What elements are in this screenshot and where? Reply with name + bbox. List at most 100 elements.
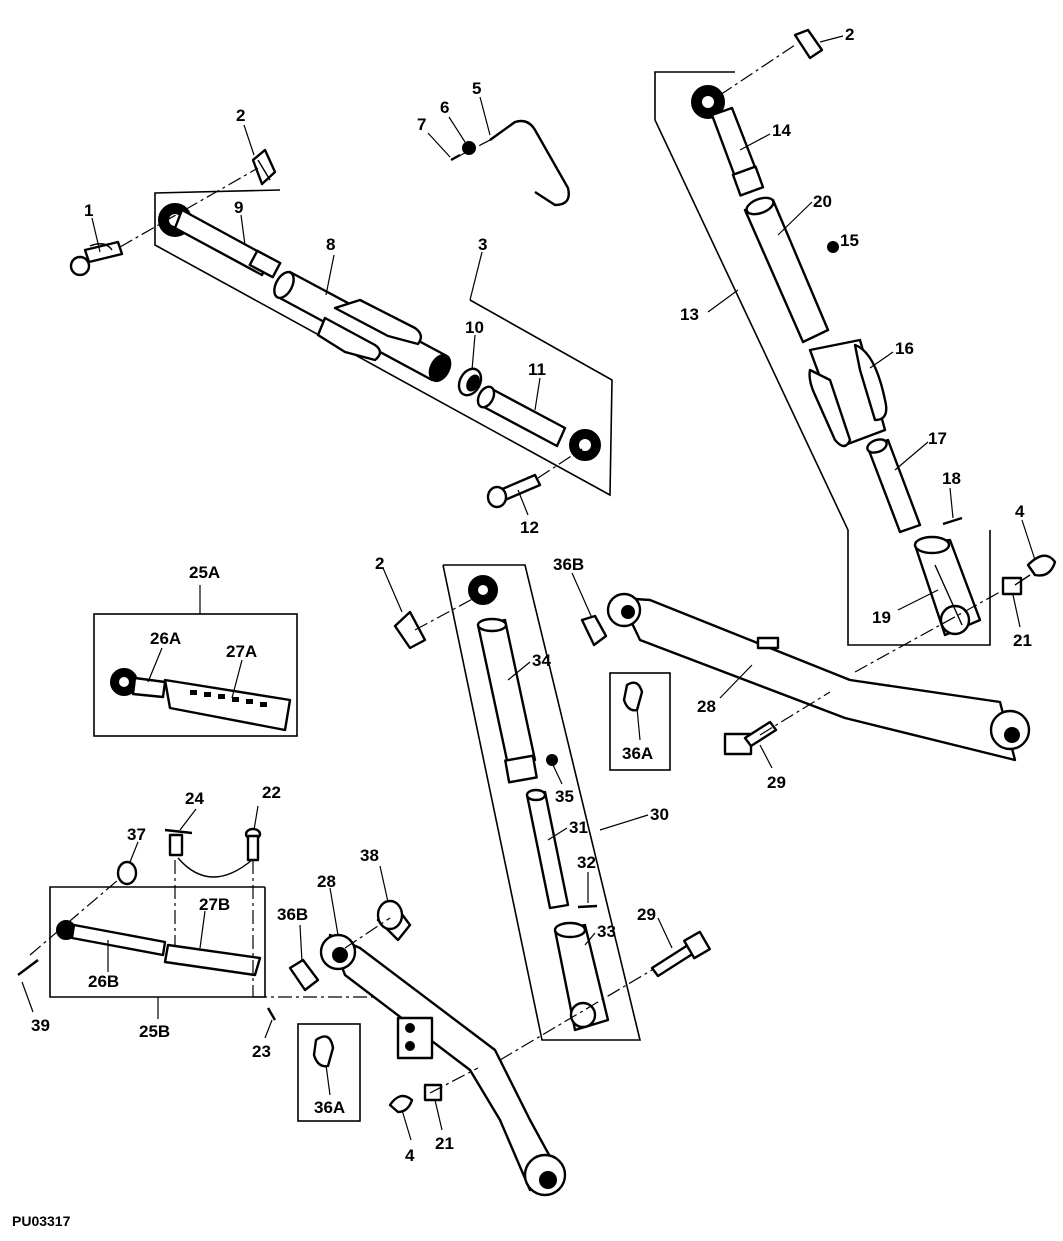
callout-25b: 25B: [139, 1022, 170, 1041]
inset-36a-right: [609, 672, 671, 771]
clip-4-upper: [1026, 554, 1057, 577]
callout-36b: 36B: [553, 555, 584, 574]
lift-link-frame: [654, 71, 991, 646]
callout-16: 16: [895, 339, 914, 358]
callout-18: 18: [942, 469, 961, 488]
callout-27b: 27B: [199, 895, 230, 914]
pin-23: [266, 1007, 277, 1021]
callout-17: 17: [928, 429, 947, 448]
callout-7: 7: [417, 115, 426, 134]
callout-9: 9: [234, 198, 243, 217]
tube-20: [743, 198, 830, 344]
clip-36b-right: [580, 614, 608, 647]
clip-2-center: [393, 610, 427, 650]
top-link-25b: [17, 827, 410, 1021]
nut-15: [827, 241, 839, 253]
top-link-assembly: [69, 119, 613, 509]
callout-32: 32: [577, 853, 596, 872]
chain: [177, 857, 253, 878]
lower-link-28-left: [288, 899, 567, 1197]
clevis-19: [913, 535, 982, 637]
retainer-5: [489, 119, 570, 207]
pin-32: [577, 904, 598, 909]
callout-30: 30: [650, 805, 669, 824]
callout-15: 15: [840, 231, 859, 250]
clip-2-top-link: [251, 148, 277, 186]
callout-27a: 27A: [226, 642, 257, 661]
pin-12: [486, 473, 542, 509]
top-link-frame: [154, 189, 613, 497]
tube-34: [476, 618, 537, 767]
clip-36a-right: [622, 681, 644, 712]
callout-20: 20: [813, 192, 832, 211]
handle-16: [808, 338, 888, 448]
callout-6: 6: [440, 98, 449, 117]
lift-link-assembly-13: [654, 28, 1057, 673]
lower-link-28-right: [580, 592, 1031, 771]
callout-29: 29: [637, 905, 656, 924]
pin-1: [69, 240, 124, 277]
callout-22: 22: [262, 783, 281, 802]
clip-36a-left: [312, 1035, 335, 1068]
pin-18: [942, 516, 963, 526]
callout-3: 3: [478, 235, 487, 254]
callout-35: 35: [555, 787, 574, 806]
pin-29-left: [650, 930, 711, 978]
callout-21: 21: [435, 1134, 454, 1153]
callout-1: 1: [84, 201, 93, 220]
callout-8: 8: [326, 235, 335, 254]
inset-36a-left: [297, 1023, 361, 1122]
callout-39: 39: [31, 1016, 50, 1035]
pin-24: [164, 828, 193, 857]
pin-39: [17, 959, 39, 976]
clip-36b-left: [288, 958, 320, 992]
callout-36a: 36A: [622, 744, 653, 763]
pin-29-right: [723, 720, 778, 756]
callout-36a: 36A: [314, 1098, 345, 1117]
pin-21-lower: [423, 1083, 443, 1102]
callout-36b: 36B: [277, 905, 308, 924]
callout-5: 5: [472, 79, 481, 98]
callout-12: 12: [520, 518, 539, 537]
callout-21: 21: [1013, 631, 1032, 650]
callout-10: 10: [465, 318, 484, 337]
figure-id: PU03317: [12, 1213, 71, 1229]
callout-28: 28: [317, 872, 336, 891]
callout-2: 2: [375, 554, 384, 573]
rod-31: [525, 790, 570, 910]
callout-11: 11: [528, 360, 546, 379]
callout-38: 38: [360, 846, 379, 865]
pin-21-upper: [1001, 574, 1031, 596]
callout-13: 13: [680, 305, 699, 324]
nut-35: [546, 754, 558, 766]
handle-8: [333, 298, 423, 346]
callout-28: 28: [697, 697, 716, 716]
callout-23: 23: [252, 1042, 271, 1061]
clip-2-lift-link: [793, 28, 824, 60]
callout-25a: 25A: [189, 563, 220, 582]
pin-22: [244, 827, 262, 862]
callout-26a: 26A: [150, 629, 181, 648]
callout-29: 29: [767, 773, 786, 792]
clip-4-lower: [388, 1094, 414, 1114]
callout-26b: 26B: [88, 972, 119, 991]
callout-37: 37: [127, 825, 146, 844]
callout-19: 19: [872, 608, 891, 627]
center-lift-link-frame: [442, 564, 642, 1041]
rod-9: [173, 208, 272, 277]
ring-37: [116, 860, 138, 886]
inset-25a: [93, 613, 298, 737]
callout-31: 31: [569, 818, 588, 837]
lift-link-assembly-30: [393, 564, 711, 1061]
rod-17: [866, 438, 922, 534]
inset-25b: [49, 886, 266, 998]
callout-14: 14: [772, 121, 791, 140]
callouts: 1 2 3 5 6 7 8 9 10 11 12 2 13 14 15 16 1…: [21, 25, 1036, 1165]
callout-2: 2: [845, 25, 854, 44]
callout-24: 24: [185, 789, 204, 808]
callout-33: 33: [597, 922, 616, 941]
callout-2: 2: [236, 106, 245, 125]
callout-4: 4: [1015, 502, 1025, 521]
callout-4: 4: [405, 1146, 415, 1165]
